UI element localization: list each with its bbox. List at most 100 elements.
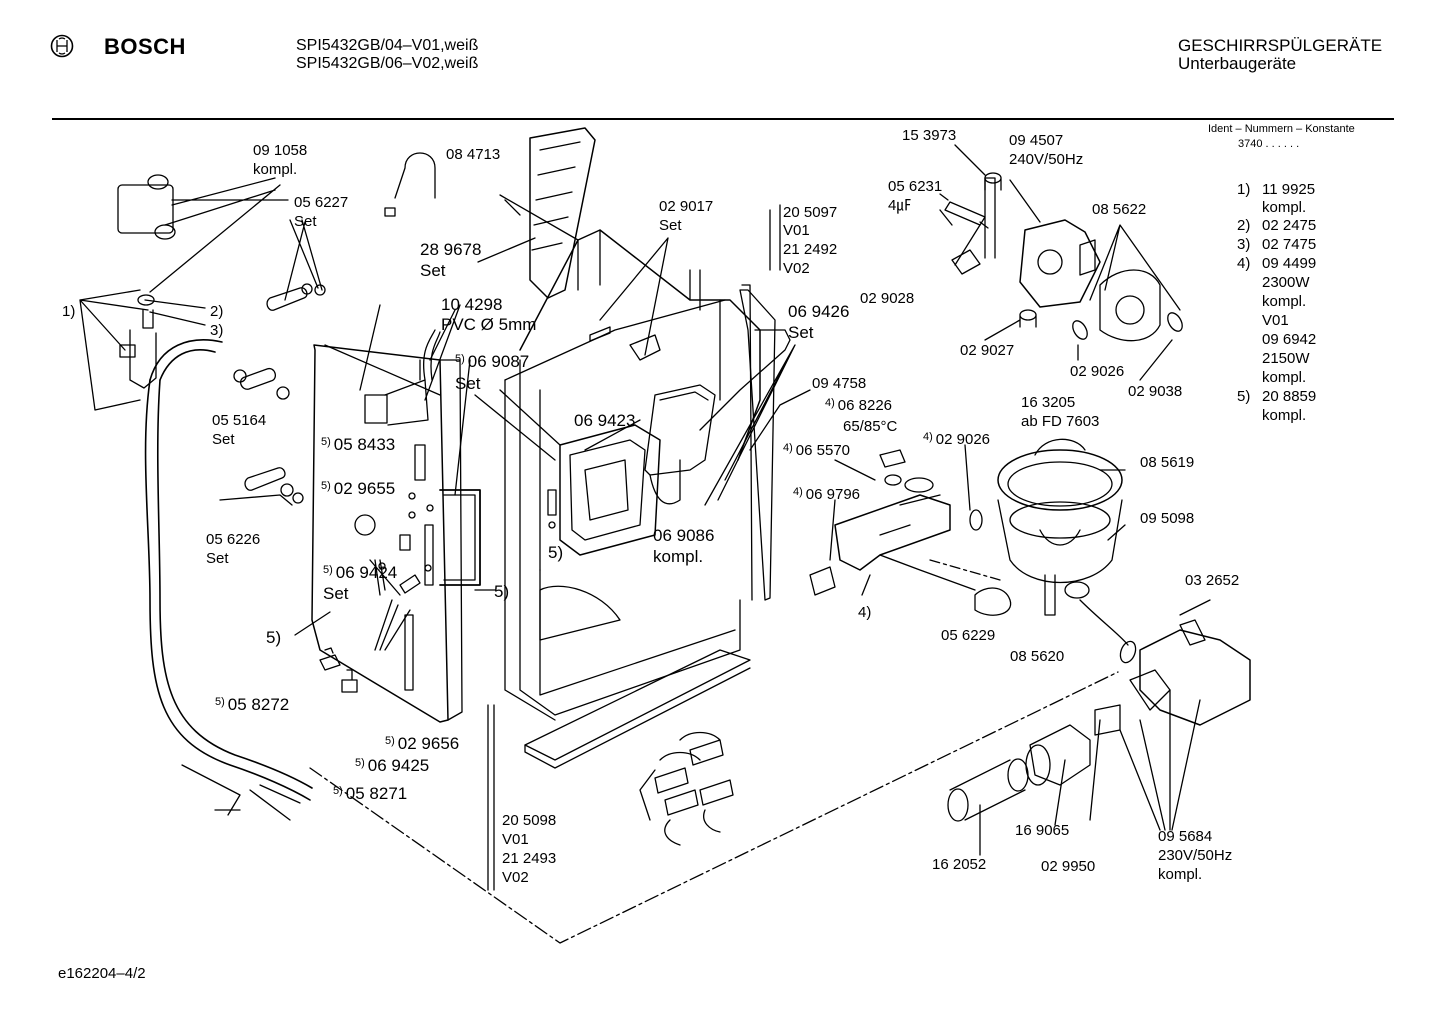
ident-num-3: 3)	[1237, 236, 1251, 253]
ident-num-4: 4)	[1237, 255, 1251, 272]
model-line-2: SPI5432GB/06–V02,weiß	[296, 55, 479, 72]
part-label: 05 5164	[212, 412, 267, 429]
ident-line: 09 4499	[1262, 255, 1317, 272]
part-number: 06 8226	[837, 397, 893, 414]
callout-2: 2)	[210, 303, 224, 320]
footnote-marker: 5)	[321, 436, 331, 448]
valve-block-icon	[117, 184, 174, 234]
ident-line: 02 7475	[1262, 236, 1317, 253]
part-label: 09 5098	[1140, 510, 1195, 527]
part-label: kompl.	[253, 161, 298, 178]
part-number: 06 9087	[467, 352, 530, 371]
part-number: 06 5570	[795, 442, 851, 459]
part-label: V01	[783, 222, 810, 239]
ident-line: 09 6942	[1262, 331, 1317, 348]
part-label: 10 4298	[441, 295, 503, 314]
part-label: 20 5097	[783, 204, 838, 221]
part-label: 4)06 8226	[825, 396, 892, 415]
ident-line: kompl.	[1262, 293, 1307, 310]
part-label: Set	[788, 323, 814, 342]
part-label: 4)06 5570	[783, 441, 850, 460]
model-line-1: SPI5432GB/04–V01,weiß	[296, 37, 479, 54]
part-label: Set	[455, 374, 481, 393]
part-label: 15 3973	[902, 127, 957, 144]
part-label: 03 2652	[1185, 572, 1240, 589]
callout-5: 5)	[494, 582, 510, 601]
footnote-marker: 4)	[923, 431, 933, 443]
part-label: 240V/50Hz	[1009, 151, 1084, 168]
ident-line: 2150W	[1262, 350, 1310, 367]
part-label: 16 3205	[1021, 394, 1076, 411]
footnote-marker: 5)	[323, 564, 333, 576]
part-label: 5)06 9087	[455, 352, 529, 371]
part-label: 08 5620	[1010, 648, 1065, 665]
part-label: 5)05 8272	[215, 695, 289, 714]
part-label: 20 5098	[502, 812, 557, 829]
part-label: 21 2493	[502, 850, 557, 867]
bosch-logo-icon	[50, 34, 74, 58]
footnote-marker: 5)	[455, 353, 465, 365]
ident-line: 11 9925	[1262, 181, 1316, 198]
side-panel	[311, 344, 449, 723]
part-label: 02 9028	[860, 290, 915, 307]
part-label: 65/85°C	[843, 418, 898, 435]
sump-ring	[997, 449, 1123, 511]
callout-4: 4)	[858, 604, 872, 621]
part-number: 02 9026	[935, 431, 991, 448]
footnote-marker: 4)	[793, 486, 803, 498]
part-label: 5)06 9424	[323, 563, 397, 582]
part-label: Set	[659, 217, 682, 234]
part-label: 02 9027	[960, 342, 1015, 359]
callout-5: 5)	[548, 543, 564, 562]
footnote-marker: 5)	[215, 696, 225, 708]
part-label: 16 9065	[1015, 822, 1070, 839]
part-label: 28 9678	[420, 240, 482, 259]
ident-line: kompl.	[1262, 369, 1307, 386]
part-label: 08 5622	[1092, 201, 1147, 218]
part-label: 5)05 8433	[321, 435, 395, 454]
part-label: V02	[783, 260, 810, 277]
part-number: 05 8272	[227, 695, 290, 714]
part-label: 02 9950	[1041, 858, 1096, 875]
ident-line: kompl.	[1262, 199, 1307, 216]
part-label: kompl.	[653, 547, 704, 566]
part-label: 02 9038	[1128, 383, 1183, 400]
part-number: 06 9424	[335, 563, 398, 582]
part-label: Set	[420, 261, 446, 280]
ident-line: kompl.	[1262, 407, 1307, 424]
part-label: 09 4507	[1009, 132, 1064, 149]
part-label: 08 4713	[446, 146, 501, 163]
ident-num-2: 2)	[1237, 217, 1251, 234]
part-label: kompl.	[1158, 866, 1203, 883]
footnote-marker: 5)	[321, 480, 331, 492]
part-label: Set	[206, 550, 229, 567]
part-label: 16 2052	[932, 856, 987, 873]
part-label: 09 5684	[1158, 828, 1213, 845]
ident-line: V01	[1262, 312, 1289, 329]
ident-title: Ident – Nummern – Konstante	[1208, 123, 1355, 135]
part-label: 02 9017	[659, 198, 714, 215]
header-rule	[52, 118, 1394, 120]
part-label: 230V/50Hz	[1158, 847, 1233, 864]
part-label: 5)06 9425	[355, 756, 429, 775]
part-number: 06 9796	[805, 486, 861, 503]
part-label: V02	[502, 869, 529, 886]
part-label: ab FD 7603	[1021, 413, 1100, 430]
part-label: Set	[212, 431, 235, 448]
ident-value: 3740 . . . . . .	[1238, 138, 1300, 150]
category-subtitle: Unterbaugeräte	[1178, 54, 1297, 73]
part-label: V01	[502, 831, 529, 848]
callout-1: 1)	[62, 303, 76, 320]
part-label: 02 9026	[1070, 363, 1125, 380]
part-label: 05 6227	[294, 194, 349, 211]
part-label: 05 6226	[206, 531, 261, 548]
part-label: 4)06 9796	[793, 485, 860, 504]
outline-dashdot	[309, 671, 1119, 944]
part-label: 4㎌	[888, 197, 912, 214]
part-label: 06 9426	[788, 302, 850, 321]
footnote-marker: 4)	[825, 397, 835, 409]
part-label: 05 6229	[941, 627, 996, 644]
part-label: Set	[323, 584, 349, 603]
footnote-marker: 5)	[385, 735, 395, 747]
